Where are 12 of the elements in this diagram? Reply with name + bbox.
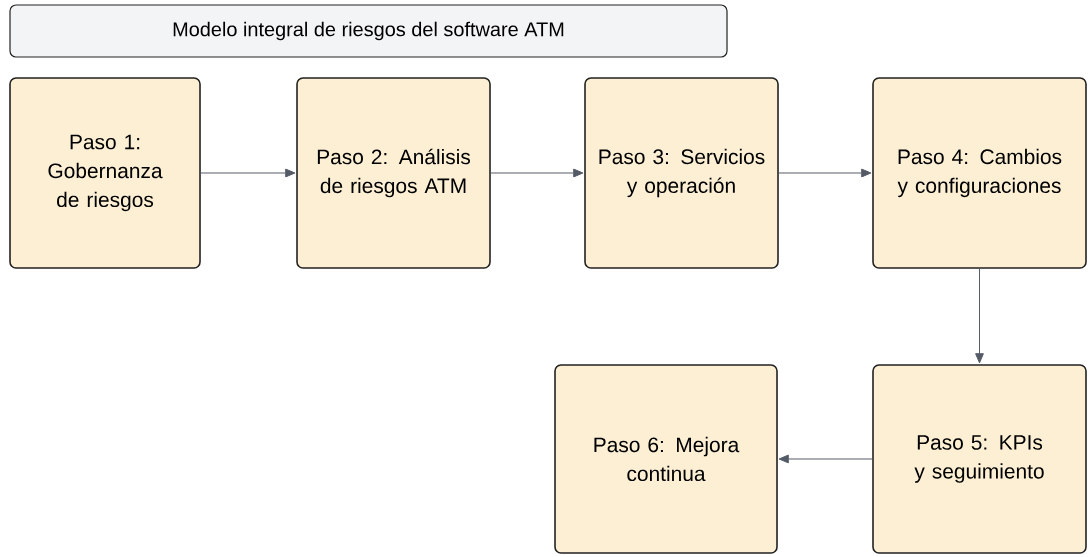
step-box: Paso 3: Servicios y operación [584,77,779,269]
step-box: Paso 4: Cambios y configuraciones [872,77,1087,269]
arrow [778,454,873,464]
title-box: Modelo integral de riesgos del software ATM [9,4,728,58]
step-box: Paso 2: Análisis de riesgos ATM [296,77,491,269]
step-box: Paso 6: Mejora continua [554,364,778,554]
arrow [975,268,984,364]
step-box: Paso 1: Gobernanza de riesgos [9,77,201,269]
arrow [200,168,296,178]
arrow [778,168,872,178]
step-box: Paso 5: KPIs y seguimiento [872,364,1087,554]
arrow [490,168,584,178]
